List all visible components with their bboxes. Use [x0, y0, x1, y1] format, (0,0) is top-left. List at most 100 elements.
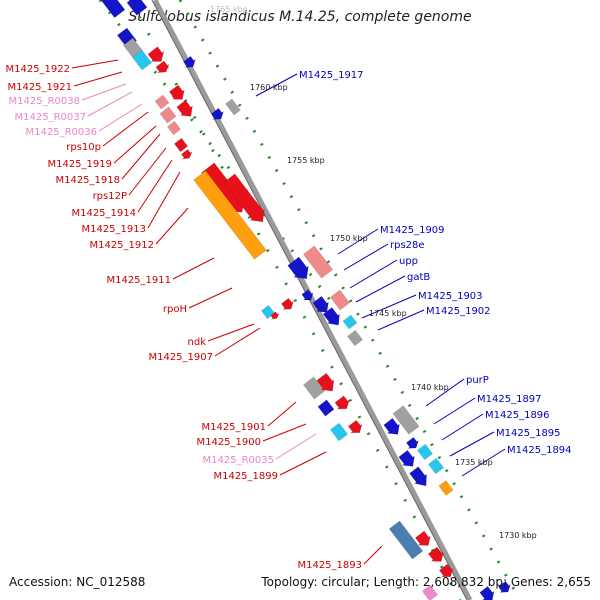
right-gene-label: M1425_1909	[380, 225, 445, 236]
gene-feature	[173, 137, 189, 153]
left-gene-label: ndk	[188, 337, 207, 348]
gene-arrow	[301, 289, 314, 301]
scale-label: 1760 kbp	[250, 83, 288, 92]
left-leader-line	[207, 323, 255, 342]
feature-track	[100, 0, 512, 600]
left-leader-line	[267, 401, 297, 427]
gene-arrow	[168, 84, 185, 100]
left-gene-label: M1425_1921	[7, 82, 72, 93]
left-gene-label: M1425_1912	[89, 240, 154, 251]
left-leader-line	[137, 159, 173, 213]
left-gene-label: M1425_1911	[106, 275, 171, 286]
gene-feature	[301, 289, 314, 301]
gene-arrow	[347, 419, 363, 434]
gene-block	[302, 376, 326, 400]
gene-block	[173, 137, 189, 153]
left-gene-label: rpoH	[163, 304, 187, 315]
left-leader-line	[279, 451, 327, 476]
gene-arrow	[210, 107, 225, 120]
right-leader-line	[255, 73, 298, 97]
left-gene-label: M1425_1901	[201, 422, 266, 433]
gene-feature	[421, 584, 439, 600]
gene-block	[342, 314, 358, 330]
right-leader-line	[425, 378, 465, 407]
right-gene-label: M1425_1897	[477, 394, 542, 405]
gene-block	[225, 98, 241, 116]
left-gene-label: M1425_1922	[5, 64, 70, 75]
left-leader-line	[71, 59, 119, 69]
gene-block	[388, 520, 424, 560]
left-gene-label: M1425_1907	[148, 352, 213, 363]
right-gene-label: M1425_1917	[299, 70, 364, 81]
gene-feature	[210, 107, 225, 120]
left-leader-line	[81, 83, 127, 101]
gene-arrow	[405, 436, 420, 449]
gene-feature	[316, 372, 335, 392]
gene-arrow	[398, 449, 415, 467]
gene-block	[427, 457, 445, 475]
inner-dotted-line	[98, 0, 332, 301]
gene-arrow	[427, 546, 444, 562]
gene-arrow	[223, 173, 265, 223]
gene-feature	[479, 585, 495, 600]
gene-arrow	[322, 307, 340, 326]
left-gene-label: M1425_1919	[47, 159, 112, 170]
gene-feature	[347, 419, 363, 434]
right-leader-line	[461, 448, 506, 477]
gene-feature	[317, 399, 335, 417]
gene-block	[346, 329, 364, 347]
gene-feature	[155, 60, 170, 74]
left-gene-label: M1425_1913	[81, 224, 146, 235]
scale-label: 1740 kbp	[411, 383, 449, 392]
right-gene-label: M1425_1894	[507, 445, 572, 456]
mid-dotted-line	[128, 0, 462, 600]
gene-feature	[312, 295, 329, 313]
right-gene-label: M1425_1896	[485, 410, 550, 421]
gene-feature	[223, 173, 265, 223]
gene-block	[317, 399, 335, 417]
gene-feature	[182, 55, 197, 68]
gene-feature	[329, 422, 349, 442]
right-leader-line	[377, 309, 425, 331]
left-leader-line	[172, 257, 215, 280]
gene-arrow	[182, 55, 197, 68]
map-title: Sulfolobus islandicus M.14.25, complete …	[128, 9, 472, 25]
gene-block	[302, 245, 334, 279]
gene-block	[159, 106, 177, 124]
gene-block	[421, 584, 439, 600]
backbone-line	[152, 0, 473, 600]
gene-feature	[414, 530, 431, 546]
gene-feature	[270, 311, 280, 320]
gene-feature	[280, 297, 295, 310]
gene-arrow	[270, 311, 280, 320]
gene-feature	[383, 417, 400, 435]
gene-block	[154, 94, 170, 110]
left-leader-line	[121, 133, 161, 180]
gene-feature	[147, 46, 165, 62]
gene-feature	[405, 436, 420, 449]
right-gene-label: M1425_1895	[496, 428, 561, 439]
left-gene-label: M1425_1918	[55, 175, 120, 186]
gene-arrow	[155, 60, 170, 74]
gene-block	[329, 422, 349, 442]
gene-block	[392, 405, 420, 435]
right-leader-line	[361, 294, 417, 319]
feature-labels: M1425_1922M1425_1921M1425_R0038M1425_R00…	[5, 64, 571, 571]
gene-feature	[438, 480, 454, 496]
gene-feature	[438, 563, 454, 578]
left-gene-label: M1425_1893	[297, 560, 362, 571]
right-gene-label: rps28e	[390, 240, 425, 251]
left-leader-line	[87, 91, 133, 117]
gene-block	[193, 170, 267, 260]
gene-feature	[100, 0, 126, 19]
gene-feature	[346, 329, 364, 347]
left-leader-line	[147, 171, 181, 229]
gene-feature	[427, 457, 445, 475]
gene-feature	[334, 395, 350, 410]
left-leader-line	[73, 71, 123, 87]
label-leaders	[71, 59, 506, 565]
scale-label: 1750 kbp	[330, 234, 368, 243]
left-leader-line	[98, 103, 143, 132]
